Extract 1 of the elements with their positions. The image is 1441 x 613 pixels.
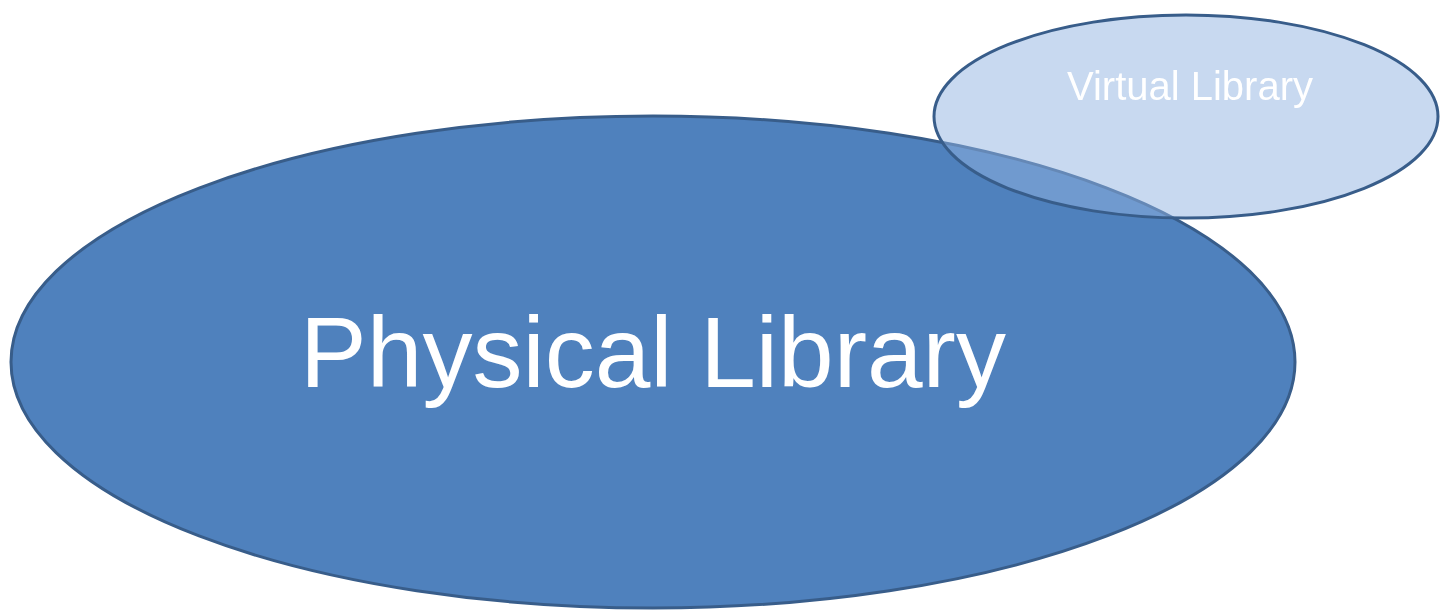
region-label: Physical Library xyxy=(300,294,1006,410)
